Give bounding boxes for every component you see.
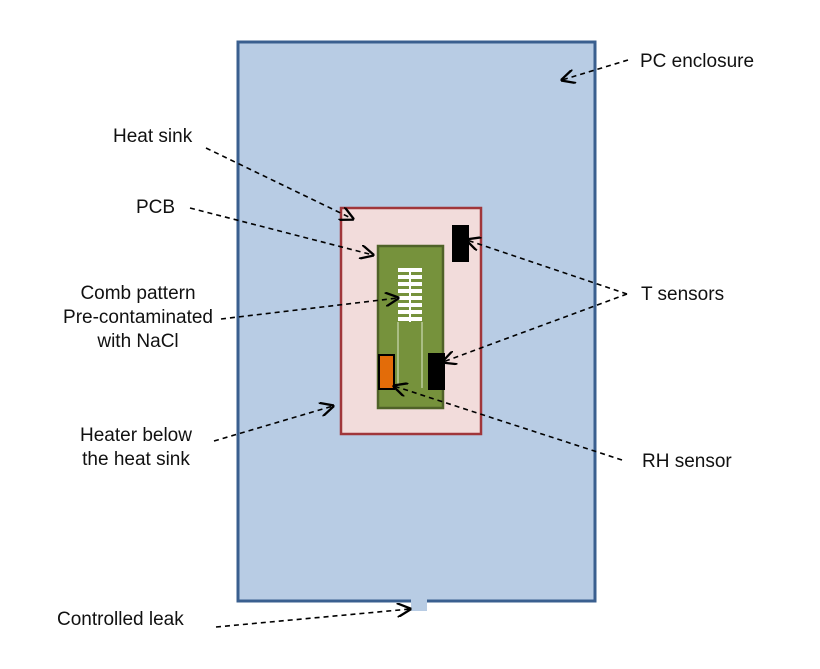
- label-comb-line3: with NaCl: [97, 331, 179, 352]
- label-t-sensors: T sensors: [641, 284, 725, 305]
- arrow-controlled-leak: [215, 609, 410, 628]
- arrow-pc-enclosure: [562, 59, 629, 80]
- label-heater-line1: Heater below: [80, 425, 192, 446]
- arrow-heat-sink: [205, 147, 353, 219]
- label-comb-line1: Comb pattern: [80, 283, 196, 304]
- label-pc-enclosure: PC enclosure: [640, 51, 755, 72]
- label-comb-pattern: Comb pattern Pre-contaminated with NaCl: [52, 282, 224, 354]
- label-controlled-leak: Controlled leak: [57, 609, 184, 630]
- arrow-heater: [213, 406, 333, 442]
- arrow-rh-sensor: [394, 386, 623, 461]
- label-comb-line2: Pre-contaminated: [63, 307, 213, 328]
- controlled-leak: [411, 598, 427, 611]
- label-heater-line2: the heat sink: [82, 449, 190, 470]
- comb-pattern: [397, 268, 423, 388]
- arrow-t-sensor-top: [467, 240, 628, 295]
- label-rh-sensor: RH sensor: [642, 451, 732, 472]
- arrow-comb: [220, 298, 398, 320]
- t-sensor-top: [452, 225, 469, 262]
- arrow-t-sensor-bottom: [443, 293, 628, 362]
- rh-sensor: [378, 354, 395, 390]
- label-heater: Heater below the heat sink: [60, 424, 212, 472]
- label-pcb: PCB: [136, 197, 176, 218]
- t-sensor-bottom: [428, 353, 445, 390]
- label-heat-sink: Heat sink: [113, 126, 193, 147]
- arrow-pcb: [189, 207, 373, 255]
